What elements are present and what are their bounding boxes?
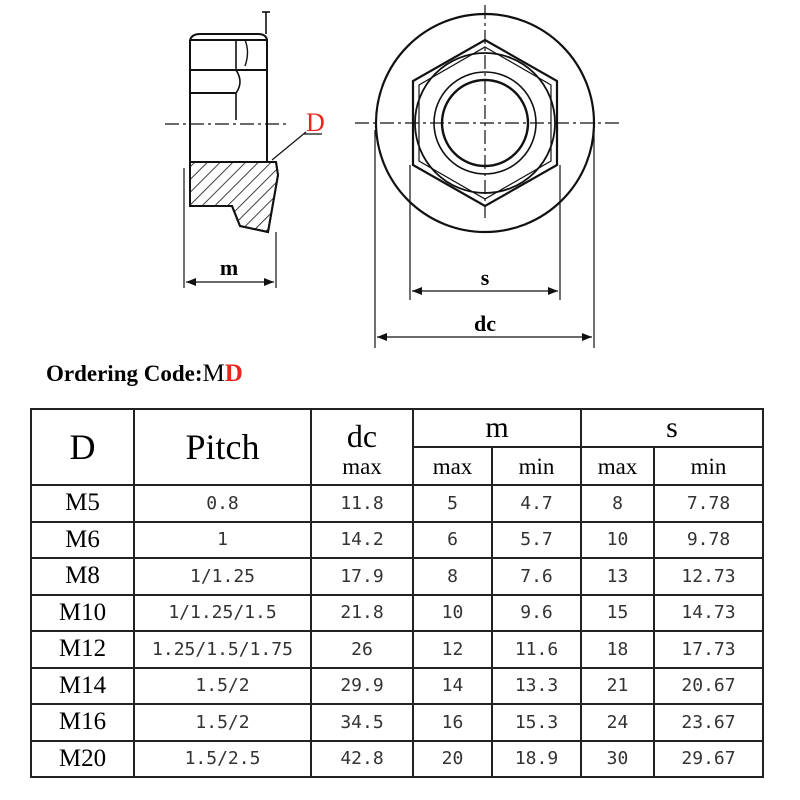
cell-size-d: M8 <box>30 557 135 596</box>
cell-s-min: 23.67 <box>653 703 764 742</box>
cell-m-max: 20 <box>412 739 493 778</box>
flange-outer-circle <box>374 12 596 234</box>
d-callout-label: D <box>306 108 325 137</box>
cell-size-d: M16 <box>30 703 135 742</box>
cell-size-d: M5 <box>30 484 135 523</box>
ordering-code-m: M <box>202 360 225 387</box>
cell-s-max: 18 <box>580 630 655 669</box>
ordering-code: Ordering Code:MD <box>46 360 243 388</box>
header-s-max: max <box>580 446 655 486</box>
thread-inner-circle <box>440 78 530 168</box>
d-leader-line <box>271 131 307 161</box>
header-d: D <box>30 408 135 486</box>
cell-s-min: 17.73 <box>653 630 764 669</box>
cell-dc-max: 11.8 <box>310 484 414 523</box>
header-m-min: min <box>491 446 582 486</box>
cell-m-min: 11.6 <box>491 630 582 669</box>
header-m-max: max <box>412 446 493 486</box>
cell-s-min: 29.67 <box>653 739 764 778</box>
cell-m-max: 5 <box>412 484 493 523</box>
cell-size-d: M10 <box>30 593 135 632</box>
chamfer-circle <box>414 52 556 194</box>
cell-s-max: 24 <box>580 703 655 742</box>
header-dc-label: dc <box>346 418 378 454</box>
side-hex-body <box>189 33 268 162</box>
cell-size-d: M20 <box>30 739 135 778</box>
cell-pitch: 1.5/2.5 <box>133 739 312 778</box>
hex-outline <box>411 38 559 208</box>
cell-s-min: 12.73 <box>653 557 764 596</box>
cell-s-max: 15 <box>580 593 655 632</box>
cell-dc-max: 42.8 <box>310 739 414 778</box>
cell-pitch: 1/1.25/1.5 <box>133 593 312 632</box>
m-dimension-label: m <box>220 255 238 280</box>
side-view <box>165 11 322 288</box>
header-s-min: min <box>653 446 764 486</box>
cell-size-d: M6 <box>30 520 135 559</box>
cell-pitch: 1 <box>133 520 312 559</box>
cell-size-d: M12 <box>30 630 135 669</box>
cell-dc-max: 21.8 <box>310 593 414 632</box>
cell-s-min: 7.78 <box>653 484 764 523</box>
cell-m-max: 14 <box>412 666 493 705</box>
cell-m-min: 4.7 <box>491 484 582 523</box>
cell-s-max: 8 <box>580 484 655 523</box>
cell-m-min: 18.9 <box>491 739 582 778</box>
cell-m-min: 15.3 <box>491 703 582 742</box>
cell-dc-max: 17.9 <box>310 557 414 596</box>
ordering-code-label: Ordering Code: <box>46 361 203 386</box>
cell-dc-max: 29.9 <box>310 666 414 705</box>
cell-m-max: 6 <box>412 520 493 559</box>
top-view <box>355 5 620 348</box>
cell-s-max: 30 <box>580 739 655 778</box>
cell-s-min: 9.78 <box>653 520 764 559</box>
cell-s-max: 10 <box>580 520 655 559</box>
cell-m-min: 13.3 <box>491 666 582 705</box>
cell-s-max: 21 <box>580 666 655 705</box>
cell-m-max: 8 <box>412 557 493 596</box>
cell-dc-max: 26 <box>310 630 414 669</box>
cell-m-max: 16 <box>412 703 493 742</box>
cell-m-min: 5.7 <box>491 520 582 559</box>
header-s: s <box>580 408 764 448</box>
cell-pitch: 0.8 <box>133 484 312 523</box>
thread-outer-circle <box>433 71 537 175</box>
header-pitch: Pitch <box>133 408 312 486</box>
header-dc-max: max <box>342 454 382 479</box>
cell-m-min: 9.6 <box>491 593 582 632</box>
cell-m-max: 10 <box>412 593 493 632</box>
cell-m-min: 7.6 <box>491 557 582 596</box>
cell-size-d: M14 <box>30 666 135 705</box>
dc-dimension-label: dc <box>474 311 496 336</box>
side-flange-section <box>189 161 280 234</box>
cell-pitch: 1.25/1.5/1.75 <box>133 630 312 669</box>
header-m: m <box>412 408 582 448</box>
cell-s-max: 13 <box>580 557 655 596</box>
header-dc: dc max <box>310 408 414 486</box>
cell-pitch: 1/1.25 <box>133 557 312 596</box>
cell-m-max: 12 <box>412 630 493 669</box>
cell-s-min: 20.67 <box>653 666 764 705</box>
ordering-code-d: D <box>224 360 243 387</box>
cell-dc-max: 14.2 <box>310 520 414 559</box>
cell-pitch: 1.5/2 <box>133 666 312 705</box>
s-dimension-label: s <box>481 265 490 290</box>
cell-dc-max: 34.5 <box>310 703 414 742</box>
flange-nut-drawing: m D s dc <box>165 5 620 348</box>
cell-s-min: 14.73 <box>653 593 764 632</box>
cell-pitch: 1.5/2 <box>133 703 312 742</box>
